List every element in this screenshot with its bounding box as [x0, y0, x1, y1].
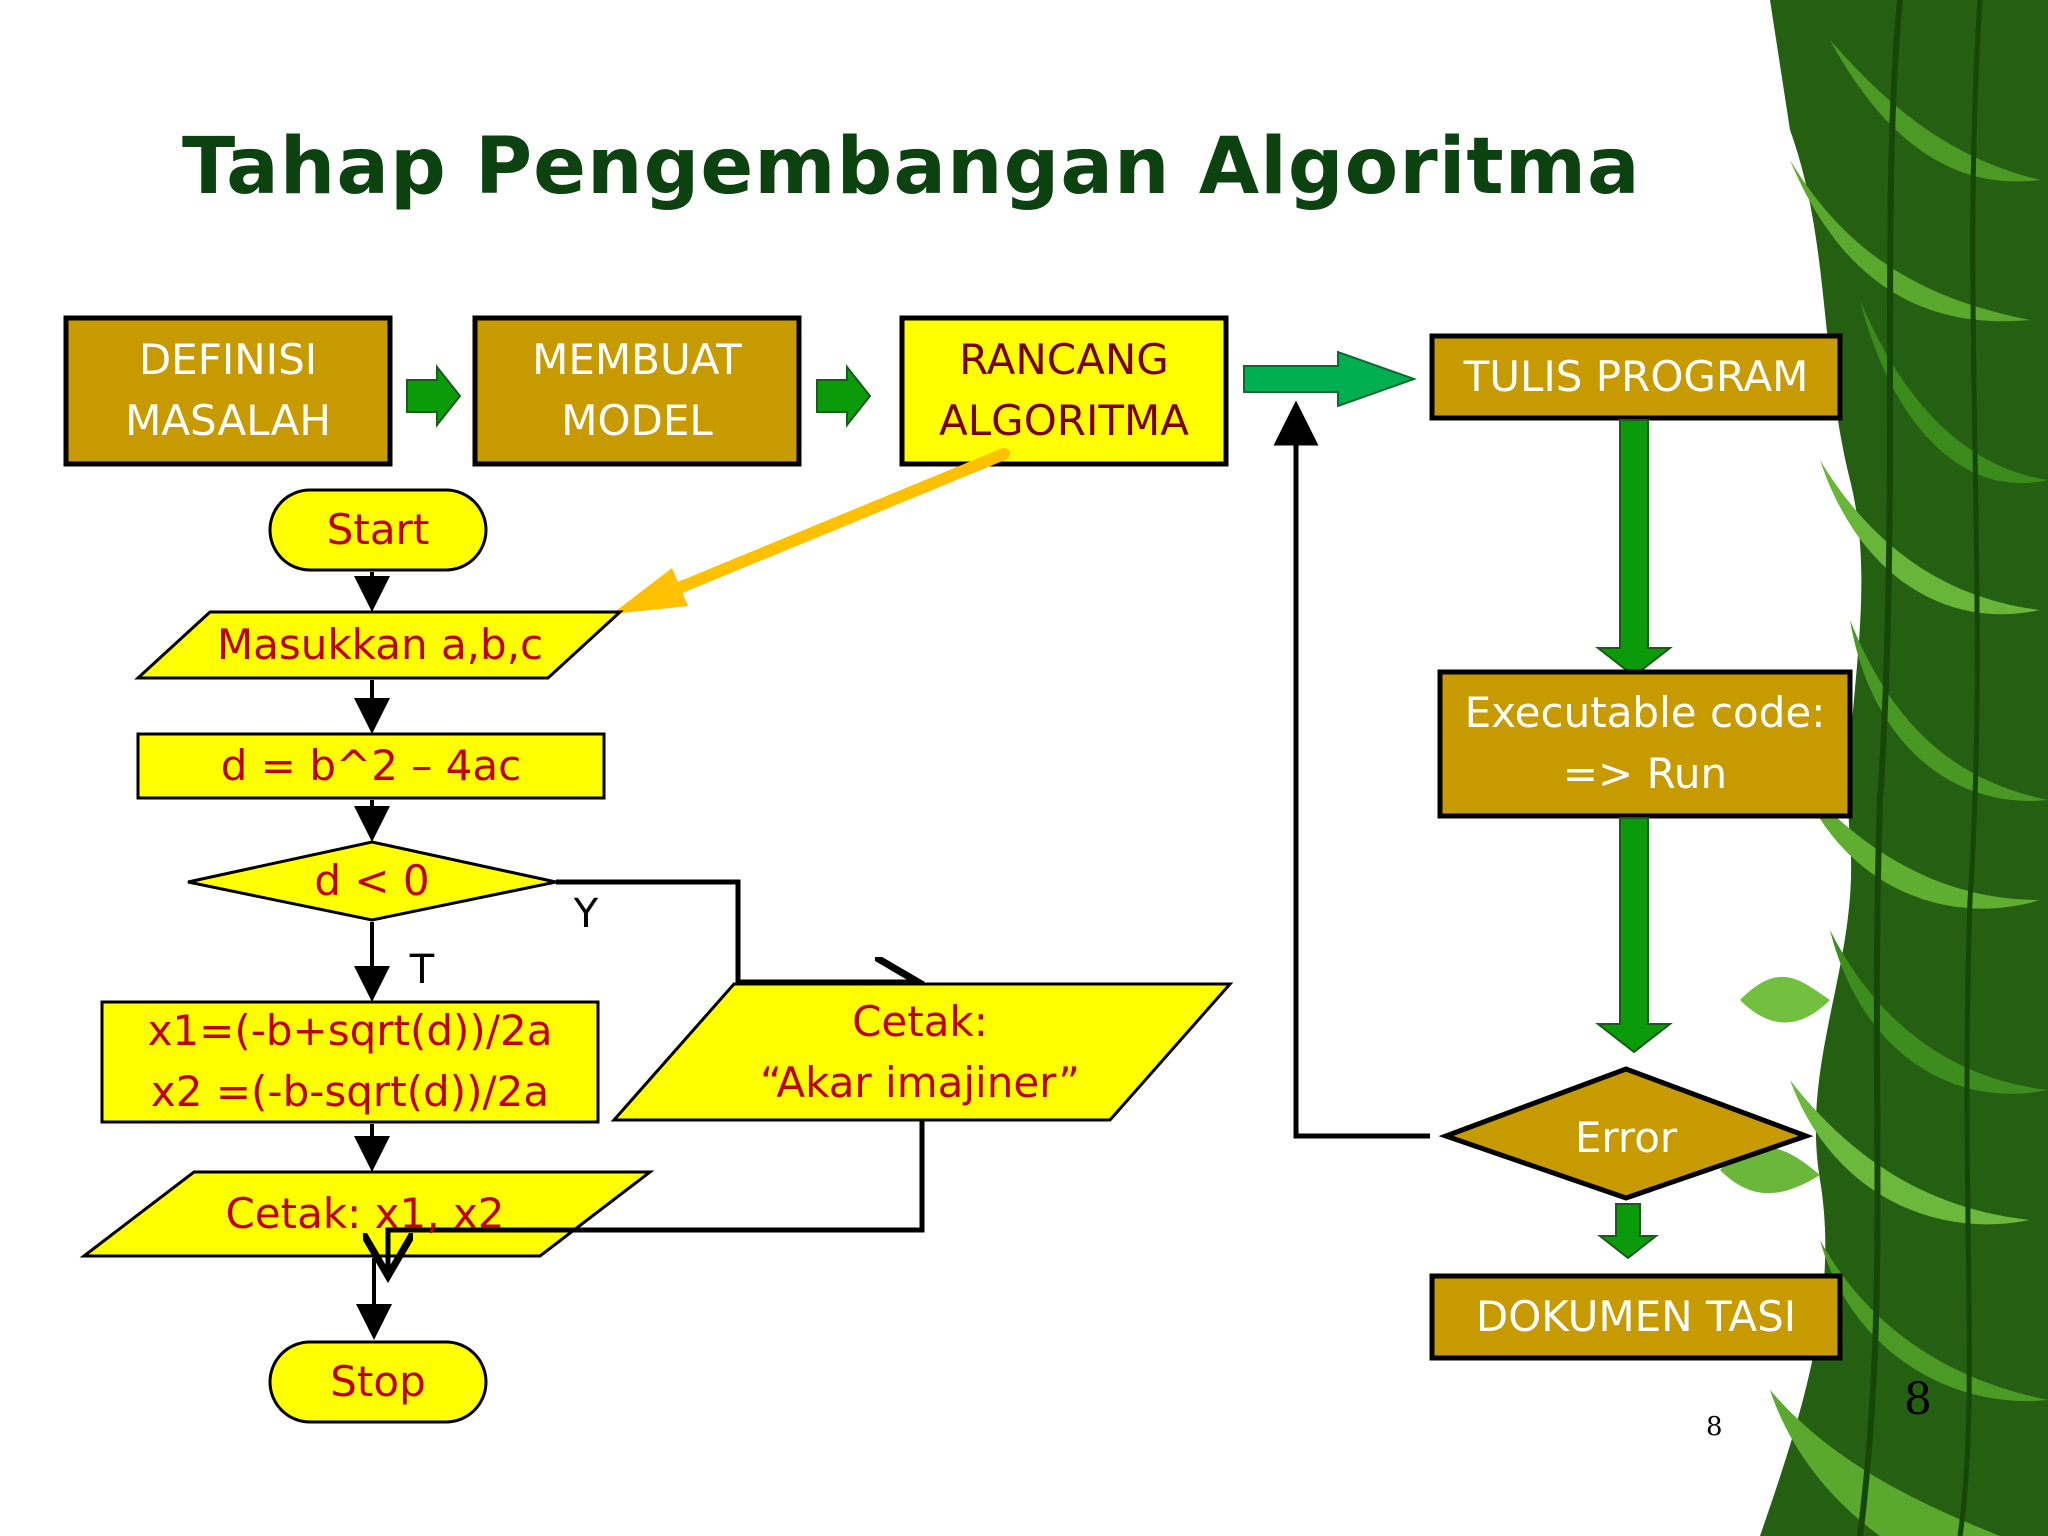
stop-label: Stop: [330, 1356, 426, 1406]
arrow-rancang-to-tulis: [1243, 350, 1417, 408]
input-label: Masukkan a,b,c: [216, 619, 544, 669]
executable-code-label: Executable code: => Run: [1464, 688, 1826, 798]
executable-code-box: [1437, 669, 1853, 819]
print-imaginary-parallelogram: [610, 982, 1234, 1122]
error-label: Error: [1574, 1112, 1678, 1162]
decision-label: d < 0: [314, 855, 430, 905]
error-feedback-line: [1273, 400, 1430, 1139]
flow-line-imaginary-merge: [388, 1120, 925, 1276]
page-number-small: 8: [1706, 1412, 1723, 1442]
arrow-executable-to-error: [1595, 817, 1673, 1054]
arrow-definisi-to-model: [406, 364, 462, 428]
start-label: Start: [326, 504, 430, 554]
orange-pointer-head: [612, 568, 688, 614]
rancang-algoritma-label: RANCANG ALGORITMA: [939, 335, 1189, 445]
orange-pointer-line: [634, 448, 1010, 610]
dokumentasi-label: DOKUMEN TASI: [1475, 1291, 1797, 1341]
arrow-model-to-rancang: [816, 364, 872, 428]
print-roots-label: Cetak: x1, x2: [225, 1188, 505, 1238]
tulis-program-box: [1429, 333, 1843, 421]
membuat-model-label: MEMBUAT MODEL: [532, 335, 742, 445]
definisi-masalah-label: DEFINISI MASALAH: [125, 335, 331, 445]
flow-line-yes-branch: [556, 879, 918, 982]
compute-process-box: [136, 732, 606, 800]
arrow-error-to-dokumen: [1597, 1203, 1659, 1260]
error-decision-diamond: [1438, 1066, 1814, 1201]
bamboo-foliage-decoration: [1720, 0, 2048, 1536]
tulis-program-label: TULIS PROGRAM: [1463, 351, 1809, 401]
membuat-model-box: [472, 315, 802, 467]
rancang-algoritma-box: [899, 315, 1229, 467]
roots-process-box: [100, 1000, 600, 1124]
dokumentasi-box: [1429, 1273, 1843, 1361]
yes-branch-label: Y: [573, 891, 599, 937]
arrow-tulis-to-executable: [1595, 419, 1673, 678]
no-branch-label: T: [409, 947, 435, 993]
roots-label: x1=(-b+sqrt(d))/2a x2 =(-b-sqrt(d))/2a: [147, 1006, 553, 1116]
print-imaginary-label: Cetak: “Akar imajiner”: [760, 997, 1080, 1107]
page-number-large: 8: [1904, 1374, 1932, 1425]
compute-label: d = b^2 – 4ac: [220, 740, 522, 790]
start-terminator: [268, 488, 488, 572]
slide-title: Tahap Pengembangan Algoritma: [182, 122, 1641, 212]
input-parallelogram: [134, 610, 624, 680]
stop-terminator: [268, 1340, 488, 1424]
definisi-masalah-box: [63, 315, 393, 467]
